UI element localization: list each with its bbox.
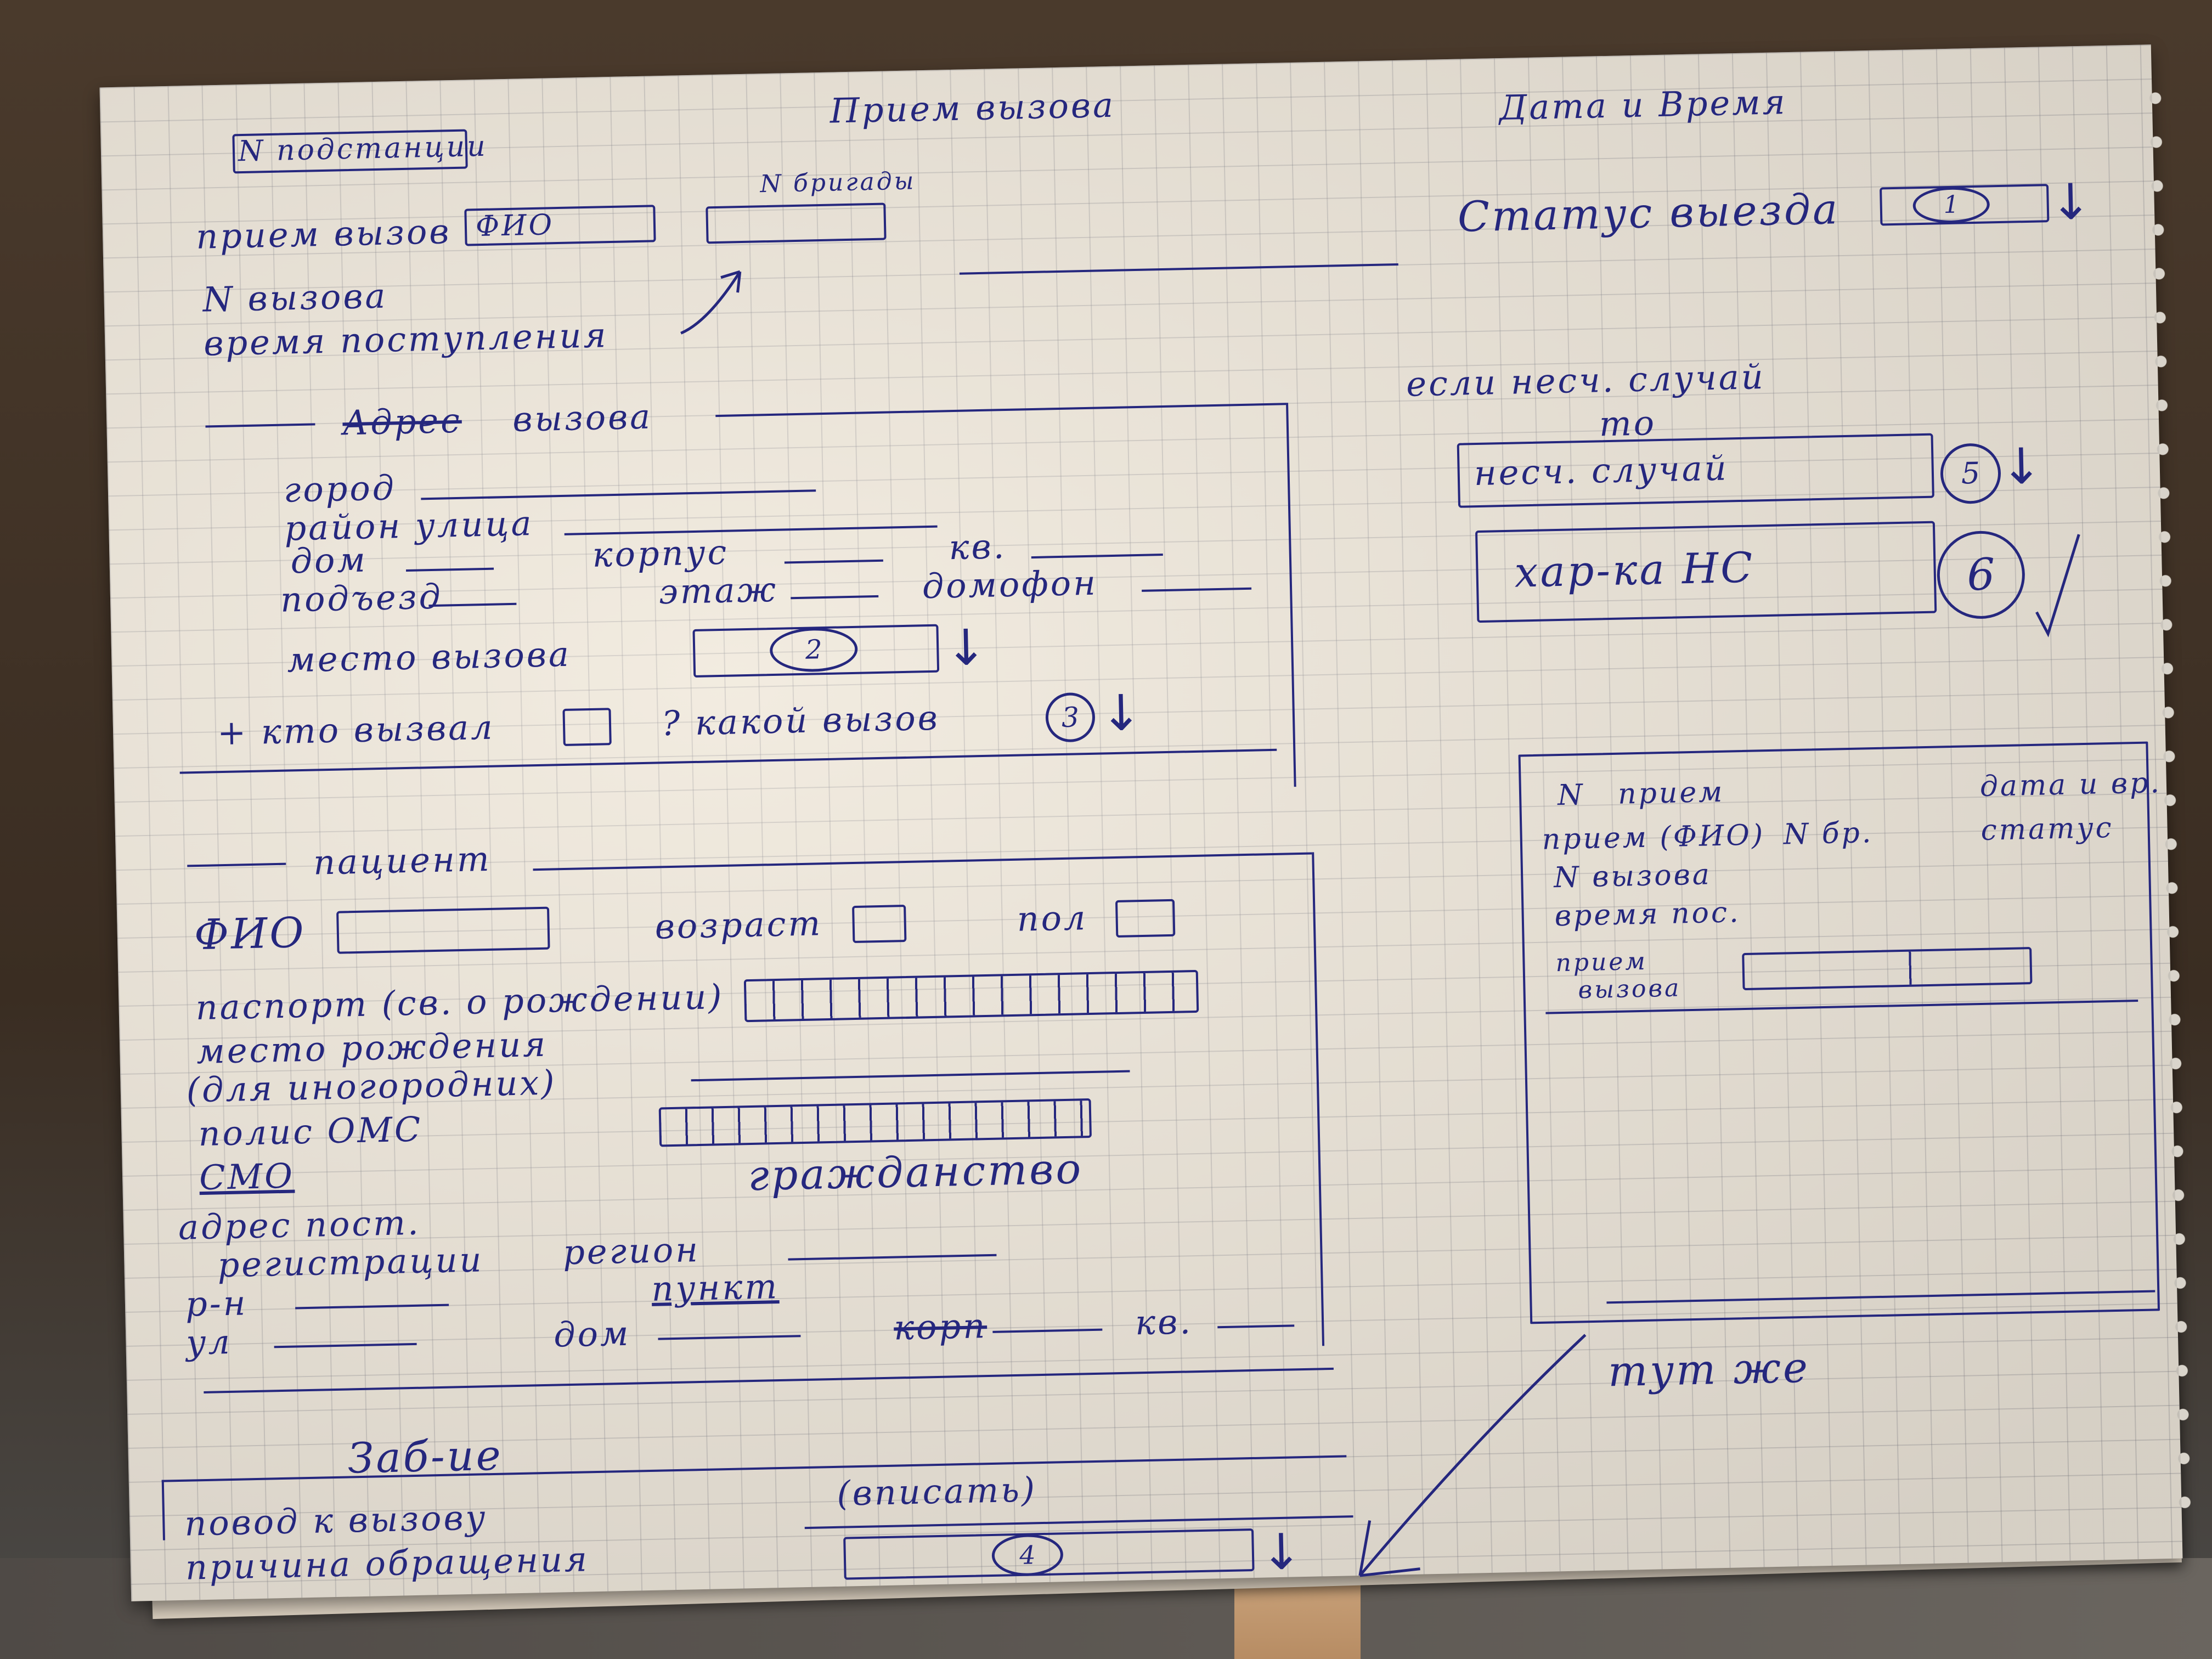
notebook-sheet: N подстанции Прием вызова Дата и Время N… [99, 44, 2196, 1601]
brigade-box [706, 202, 887, 244]
entrance-label: подъезд [280, 576, 443, 620]
list-col-receive: прием [1617, 775, 1725, 811]
accident-type-badge: 5 [1939, 443, 2002, 505]
address-section-title: вызова [512, 396, 653, 439]
status-label: Статус выезда [1457, 184, 1841, 241]
building-label: корпус [591, 532, 729, 575]
chevron-down-icon: ↓ [2000, 437, 2043, 496]
call-number-label: N вызова [202, 275, 388, 320]
smo-label: СМО [199, 1155, 295, 1198]
datetime-label: Дата и Время [1499, 82, 1788, 128]
apartment-label: кв. [948, 526, 1007, 568]
list-row [1742, 947, 2033, 991]
which-call-label: ? какой вызов [661, 697, 940, 744]
passport-label: паспорт (св. о рождении) [195, 977, 725, 1028]
city-label: город [283, 467, 397, 510]
registration-address-label-1: адрес пост. [178, 1202, 421, 1248]
registration-address-label-2: регистрации [217, 1239, 484, 1285]
accident-to: то [1599, 403, 1657, 444]
chevron-down-icon: ↓ [945, 618, 988, 678]
dispatcher-label: прием вызов [195, 211, 452, 257]
call-place-label: место вызова [286, 634, 572, 680]
region-label: регион [562, 1229, 701, 1273]
dispatcher-fio-text: ФИО [475, 208, 555, 244]
accident-type-text: несч. случай [1474, 448, 1729, 494]
passport-field [743, 969, 1199, 1023]
list-col-brigade: N бр. [1783, 816, 1874, 851]
wooden-ruler [1234, 1575, 1361, 1659]
citizenship-label: гражданство [747, 1144, 1084, 1200]
list-col-call-number: N вызова [1553, 858, 1712, 895]
locality-label: пункт [651, 1266, 780, 1309]
accident-characteristic-badge: 6 [1936, 530, 2026, 620]
chevron-down-icon [2035, 534, 2080, 637]
list-row-label-2: вызова [1578, 974, 1681, 1005]
reg-street-label: ул [185, 1321, 233, 1363]
which-call-badge: 3 [1045, 692, 1096, 743]
patient-fio-label: ФИО [193, 907, 307, 960]
receive-time-label: время поступления [203, 315, 609, 364]
patient-age-field [852, 905, 907, 944]
who-called-label: + кто вызвал [217, 707, 495, 753]
page-title: Прием вызова [829, 84, 1116, 131]
arrow-down-left-icon [1358, 1334, 1587, 1577]
disease-title: Заб-ие [347, 1430, 504, 1483]
chevron-down-icon: ↓ [1099, 684, 1143, 743]
accident-characteristic-text: хар-ка НС [1514, 543, 1756, 597]
chevron-down-icon: ↓ [2049, 173, 2092, 232]
note-text: тут же [1607, 1342, 1810, 1396]
reg-house-label: дом [553, 1313, 631, 1355]
list-row-label-1: прием [1555, 947, 1648, 978]
floor-label: этаж [658, 569, 778, 612]
birthplace-note: (для иногородних) [186, 1062, 557, 1110]
list-col-datetime: дата и вр. [1979, 766, 2162, 803]
accident-check-label: если несч. случай [1406, 357, 1766, 404]
birthplace-label: место рождения [196, 1024, 548, 1072]
list-col-receiver: прием (ФИО) [1542, 819, 1765, 856]
intercom-label: домофон [922, 562, 1098, 607]
substation-label: N подстанции [238, 129, 488, 168]
policy-field [658, 1098, 1092, 1147]
patient-section-title: пациент [313, 838, 492, 883]
reason-hint: (вписать) [836, 1469, 1037, 1514]
reg-apartment-label: кв. [1135, 1301, 1193, 1343]
policy-label: полис ОМС [198, 1109, 424, 1154]
house-label: дом [290, 539, 368, 582]
patient-fio-field [336, 906, 550, 954]
reason-label: повод к вызову [184, 1497, 488, 1544]
brigade-label: N бригады [759, 167, 916, 199]
cause-label: причина обращения [185, 1539, 590, 1588]
address-title-struck: Адрес [342, 400, 462, 443]
reg-building-label: корп [893, 1306, 988, 1348]
list-col-receive-time: время пос. [1554, 896, 1741, 933]
district-street-label: район улица [284, 503, 534, 549]
arrow-up-right-icon [680, 270, 742, 335]
list-col-status: статус [1980, 811, 2114, 847]
patient-sex-field [1115, 899, 1176, 938]
patient-age-label: возраст [654, 903, 823, 947]
who-called-checkbox [562, 708, 612, 747]
list-col-n: N [1557, 778, 1585, 812]
patient-sex-label: пол [1016, 898, 1088, 939]
reg-district-label: р-н [185, 1283, 249, 1324]
